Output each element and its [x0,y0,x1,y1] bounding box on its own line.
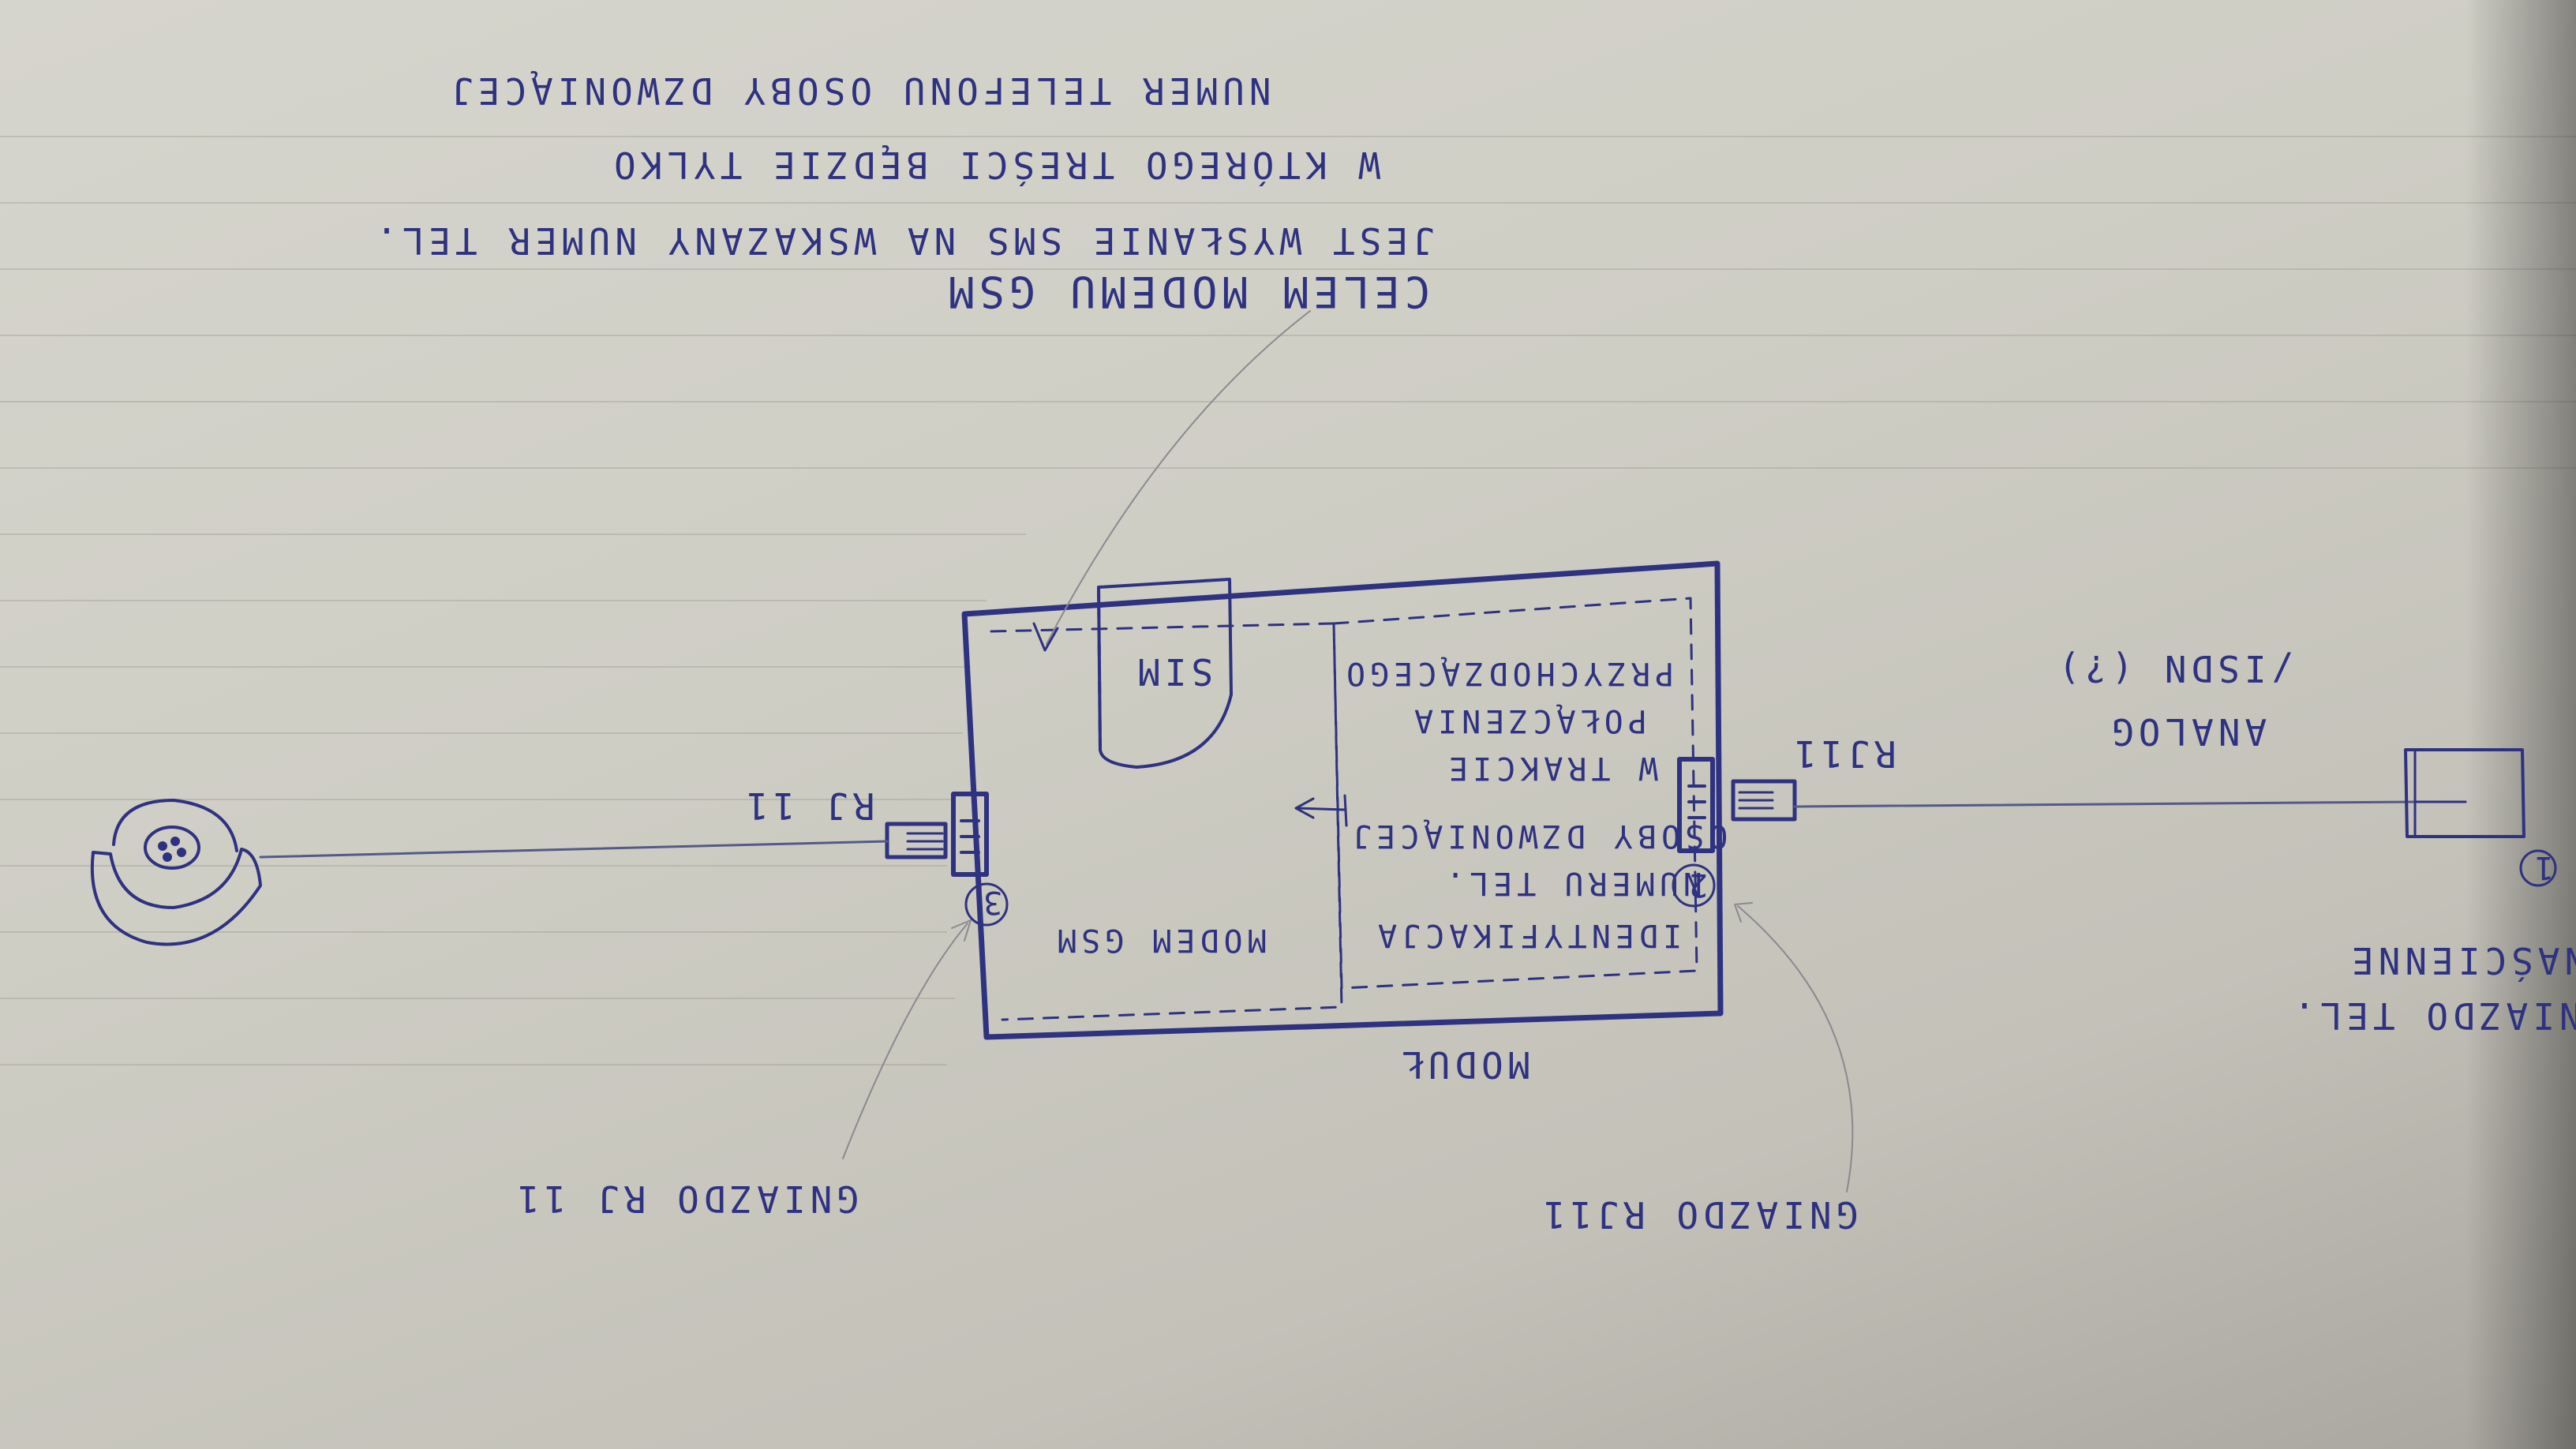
ident-line-5: POŁĄCZENIA [1410,702,1647,739]
ident-line-3: OSOBY DZWONIĄCEJ [1348,818,1728,854]
module-label: MODUŁ [1397,1043,1530,1086]
badge-circle-1 [2519,849,2557,887]
ruled-line [0,534,1026,535]
left-port-number: 3 [979,884,1003,920]
ruled-line [0,799,955,800]
left-socket-label: GNIAZDO RJ 11 [513,1178,859,1220]
note-line-3: W KTÓREGO TREŚCI BĘDZIE TYLKO [609,144,1381,186]
page-shadow [2466,0,2576,1449]
line-type-isdn: /ISDN (?) [2054,647,2293,690]
sim-slot [1097,578,1233,769]
right-socket [1677,757,1715,853]
left-plug-label: RJ 11 [742,784,875,827]
ruled-line [0,666,971,668]
right-socket-leader [1737,905,1854,1193]
right-cable [1793,800,2417,808]
gsm-label: MODEM GSM [1053,922,1267,958]
ident-line-2: NUMERU TEL. [1441,865,1702,901]
note-line-4: NUMER TELEFONU OSOBY DZWONIĄCEJ [447,69,1271,112]
right-plug [1731,779,1797,822]
gsm-dashed-area [990,622,1343,1021]
wall-socket [2404,748,2525,838]
right-plug-label: RJ11 [1790,732,1896,775]
ruled-line [0,136,2576,137]
left-socket-leader [842,923,968,1159]
note-arrow [1046,310,1311,645]
ruled-line [0,600,987,601]
ruled-line [0,467,2576,469]
wall-label-2: NAŚCIENNE [2347,939,2576,982]
ruled-line [0,335,2576,336]
ruled-line [0,865,947,867]
ident-arrow [1296,807,1346,811]
ruled-line [0,1064,947,1065]
sim-label: SIM [1133,650,1214,693]
telephone-icon [90,799,262,946]
wall-number: 1 [2530,849,2555,886]
ruled-line [0,268,2576,270]
note-line-1: CELEM MODEMU GSM [944,267,1431,316]
ident-line-4: W TRAKCIE [1444,750,1658,786]
note-line-2: JEST WYSŁANIE SMS NA WSKAZANY NUMER TEL. [371,219,1435,262]
badge-circle-3 [964,882,1009,927]
ruled-line [0,401,2576,402]
ruled-line [0,931,947,933]
ident-dashed-area [1332,597,1698,990]
ruled-line [0,998,955,999]
ruled-line [0,732,963,734]
ruled-line [0,202,2576,204]
right-socket-label: GNIAZDO RJ11 [1539,1193,1859,1236]
ident-line-6: PRZYCHODZĄCEGO [1342,655,1675,691]
left-cable [259,840,889,859]
module-box [961,560,1724,1040]
wall-label-1: GNIAZDO TEL. [2289,994,2576,1037]
badge-circle-2 [1672,863,1716,908]
line-type-analog: ANALOG [2107,710,2267,753]
ident-line-1: IDENTYFIKACJA [1373,917,1683,953]
left-socket [951,792,989,877]
